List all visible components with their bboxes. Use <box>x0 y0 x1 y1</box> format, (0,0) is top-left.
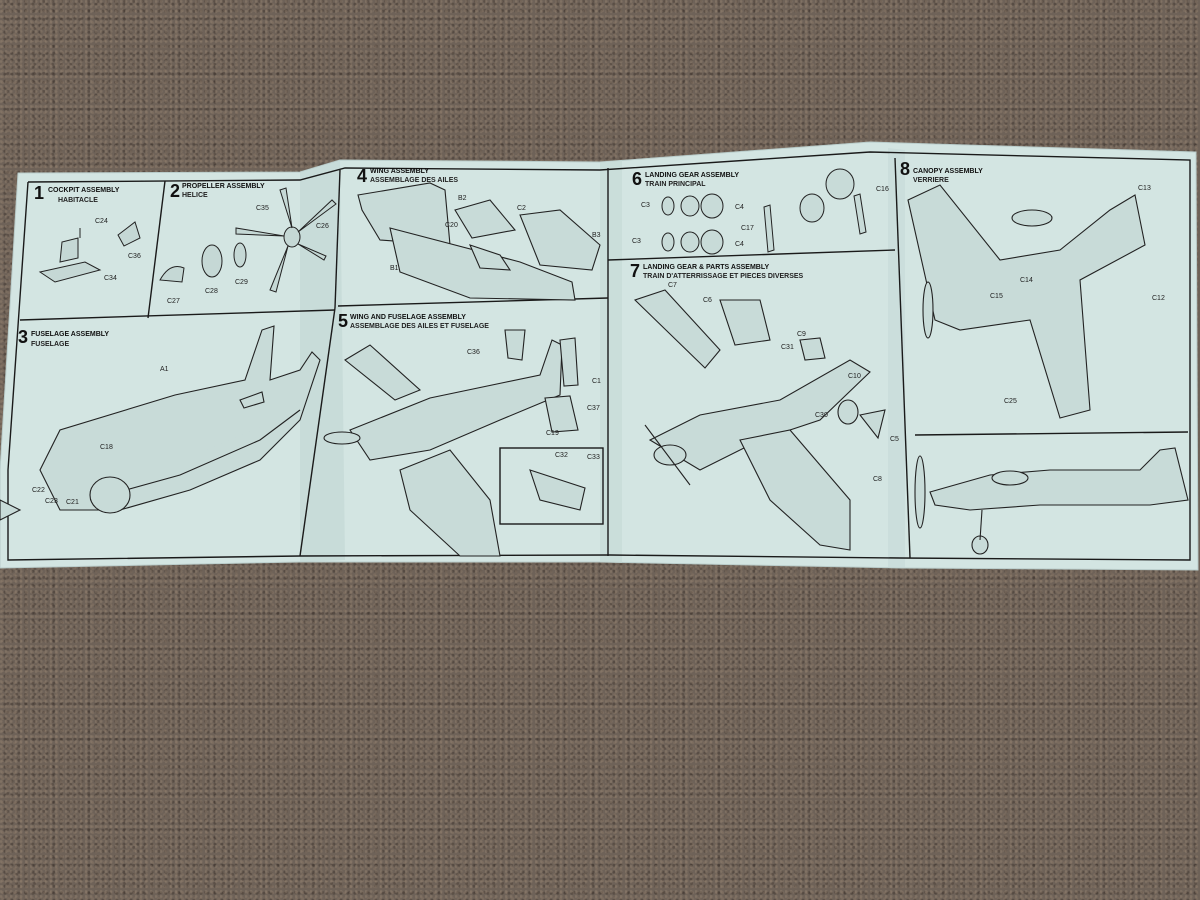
part-label: C3 <box>632 238 641 245</box>
part-label: A1 <box>160 366 169 373</box>
part-label: C17 <box>741 225 754 232</box>
part-label: C4 <box>735 204 744 211</box>
part-label: C10 <box>848 373 861 380</box>
part-label: C18 <box>100 444 113 451</box>
part-label: C25 <box>1004 398 1017 405</box>
part-label: C2 <box>517 205 526 212</box>
part-label: C36 <box>467 349 480 356</box>
step-2-subtitle: HELICE <box>182 192 208 199</box>
part-label: C34 <box>104 275 117 282</box>
part-label: B2 <box>458 195 467 202</box>
part-label: C32 <box>555 452 568 459</box>
step-4-subtitle: ASSEMBLAGE DES AILES <box>370 177 459 184</box>
step-5-subtitle: ASSEMBLAGE DES AILES ET FUSELAGE <box>350 323 489 330</box>
part-label: C4 <box>735 241 744 248</box>
part-label: C26 <box>316 223 329 230</box>
step-3-title: FUSELAGE ASSEMBLY <box>31 331 110 338</box>
step-7-subtitle: TRAIN D'ATTERRISSAGE ET PIECES DIVERSES <box>643 273 804 280</box>
part-label: C1 <box>592 378 601 385</box>
step-2-title: PROPELLER ASSEMBLY <box>182 183 265 190</box>
step-6-title: LANDING GEAR ASSEMBLY <box>645 172 739 179</box>
step-4-title: WING ASSEMBLY <box>370 168 429 175</box>
step-3-number: 3 <box>18 327 29 347</box>
step-5-title: WING AND FUSELAGE ASSEMBLY <box>350 314 466 321</box>
part-label: C21 <box>66 499 79 506</box>
step-7-title: LANDING GEAR & PARTS ASSEMBLY <box>643 264 770 271</box>
part-label: C29 <box>235 279 248 286</box>
part-label: C13 <box>1138 185 1151 192</box>
step-8-subtitle: VERRIERE <box>913 177 949 184</box>
part-label: C23 <box>45 498 58 505</box>
part-label: C20 <box>445 222 458 229</box>
part-label: C5 <box>890 436 899 443</box>
step-1-subtitle: HABITACLE <box>58 197 98 204</box>
part-label: C16 <box>876 186 889 193</box>
step-7-number: 7 <box>630 261 641 281</box>
part-label: C33 <box>587 454 600 461</box>
part-label: C35 <box>256 205 269 212</box>
part-label: C12 <box>1152 295 1165 302</box>
part-label: C3 <box>641 202 650 209</box>
part-label: C8 <box>873 476 882 483</box>
part-label: C14 <box>1020 277 1033 284</box>
part-label: C37 <box>587 405 600 412</box>
step-6-subtitle: TRAIN PRINCIPAL <box>645 181 706 188</box>
part-label: C27 <box>167 298 180 305</box>
part-label: C19 <box>546 430 559 437</box>
step-8-number: 8 <box>900 159 911 179</box>
step-1-number: 1 <box>34 183 45 203</box>
part-label: C28 <box>205 288 218 295</box>
part-label: C15 <box>990 293 1003 300</box>
step-8-title: CANOPY ASSEMBLY <box>913 168 983 175</box>
part-label: C31 <box>781 344 794 351</box>
part-label: B1 <box>390 265 399 272</box>
step-6-number: 6 <box>632 169 643 189</box>
step-1-title: COCKPIT ASSEMBLY <box>48 187 120 194</box>
part-label: C6 <box>703 297 712 304</box>
step-5-number: 5 <box>338 311 349 331</box>
step-3-subtitle: FUSELAGE <box>31 341 70 348</box>
part-label: C36 <box>128 253 141 260</box>
part-label: C22 <box>32 487 45 494</box>
step-4-number: 4 <box>357 166 368 186</box>
part-label: C24 <box>95 218 108 225</box>
part-label: C7 <box>668 282 677 289</box>
part-label: C30 <box>815 412 828 419</box>
step-2-number: 2 <box>170 181 181 201</box>
part-label: C9 <box>797 331 806 338</box>
part-label: B3 <box>592 232 601 239</box>
